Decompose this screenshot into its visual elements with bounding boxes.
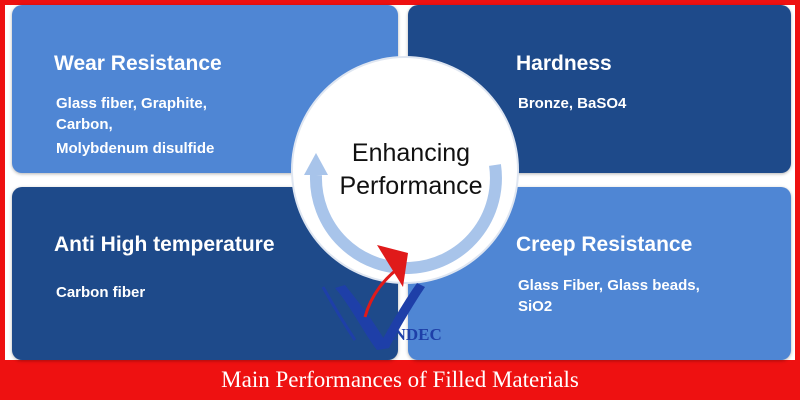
center-label: Enhancing Performance (321, 137, 501, 203)
panel-body-line: Bronze, BaSO4 (518, 95, 627, 112)
panel-body-line: SiO2 (518, 298, 553, 315)
panel-body-line: Glass fiber, Graphite, (56, 95, 207, 112)
panel-body: Bronze, BaSO4 (518, 93, 778, 114)
panel-creep-resistance: Creep Resistance Glass Fiber, Glass bead… (408, 187, 791, 360)
diagram-area: Wear Resistance Glass fiber, Graphite, C… (5, 5, 795, 360)
footer-caption: Main Performances of Filled Materials (221, 367, 579, 392)
center-label-line: Performance (339, 172, 483, 200)
panel-title: Anti High temperature (54, 233, 275, 256)
center-label-line: Enhancing (351, 139, 471, 167)
panel-body-line: Carbon fiber (56, 284, 146, 301)
panel-body: Glass Fiber, Glass beads, SiO2 (518, 275, 778, 317)
panel-title: Wear Resistance (54, 52, 222, 75)
panel-body: Glass fiber, Graphite, Carbon, Molybdenu… (56, 93, 316, 159)
panel-body: Carbon fiber (56, 282, 316, 303)
panel-body-line: Molybdenum disulfide (56, 140, 215, 157)
panel-title: Hardness (516, 52, 612, 75)
panel-title: Creep Resistance (516, 233, 693, 256)
panel-body-line: Carbon, (56, 116, 113, 133)
panel-body-line: Glass Fiber, Glass beads, (518, 277, 700, 294)
logo-text: INDEC (387, 325, 442, 344)
panel-anti-high-temperature: Anti High temperature Carbon fiber (12, 187, 398, 360)
